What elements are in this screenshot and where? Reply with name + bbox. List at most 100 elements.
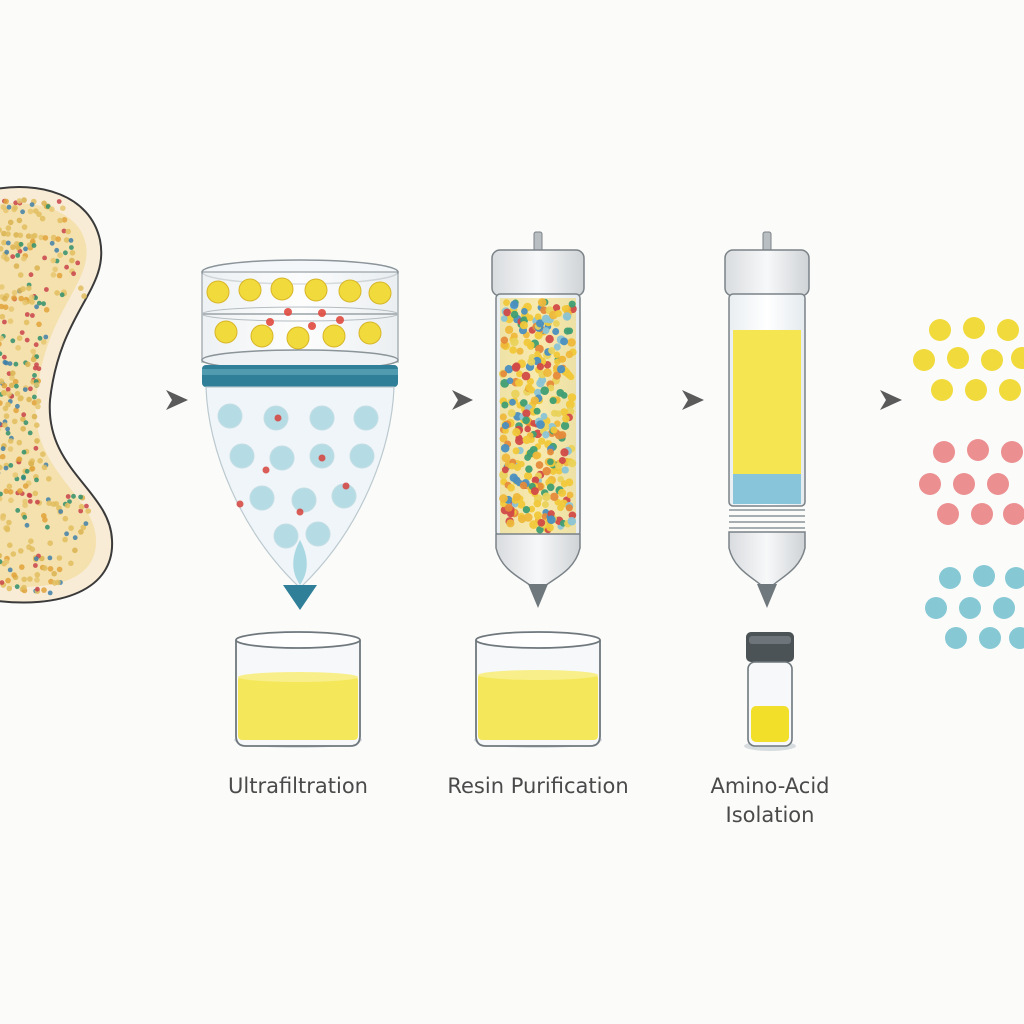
sample-particle <box>29 294 35 301</box>
filtrate-particle <box>269 445 295 471</box>
amino-acid-particle <box>945 627 967 649</box>
sample-particle <box>16 198 23 204</box>
resin-bead <box>537 518 546 527</box>
retained-particle <box>206 280 230 304</box>
arrow-2 <box>402 390 473 410</box>
resin-bead <box>519 321 528 330</box>
filtrate-particle <box>342 482 350 490</box>
amino-acid-particle <box>987 473 1009 495</box>
resin-bead <box>547 510 555 518</box>
resin-bead <box>512 447 520 455</box>
sample-particle <box>0 559 3 565</box>
resin-bead <box>558 431 567 439</box>
sample-particle <box>30 348 36 355</box>
sample-particle <box>41 513 47 519</box>
resin-bead <box>499 434 508 443</box>
sample-particle <box>11 418 18 425</box>
sample-particle <box>19 564 25 570</box>
sample-particle <box>47 540 53 546</box>
sample-particle <box>64 531 69 537</box>
resin-bead <box>503 299 510 306</box>
sample-particle <box>83 521 89 526</box>
resin-bead <box>552 371 561 380</box>
sample-particle <box>19 330 25 335</box>
sample-particle <box>33 556 39 562</box>
sample-particle <box>17 395 24 402</box>
sample-particle <box>0 284 5 290</box>
resin-bead <box>550 426 558 434</box>
resin-bead <box>558 457 566 464</box>
filtrate-particle <box>349 443 375 469</box>
step-label-amino-acid-isolation: Amino-Acid Isolation <box>660 772 880 830</box>
sample-particle <box>7 361 13 366</box>
resin-bead <box>499 413 507 421</box>
sample-particle <box>52 266 58 273</box>
sample-particle <box>69 250 76 256</box>
sample-particle <box>22 387 28 392</box>
amino-acid-cluster-yellow <box>913 317 1024 401</box>
sample-particle <box>12 204 18 211</box>
sample-particle <box>7 567 13 573</box>
sample-particle <box>0 515 6 521</box>
resin-bead <box>537 298 547 307</box>
sample-particle <box>13 407 19 414</box>
resin-bead <box>532 356 542 366</box>
sample-particle <box>57 217 63 224</box>
sample-particle <box>18 295 25 302</box>
sample-particle <box>5 577 11 584</box>
resin-bead <box>557 504 564 512</box>
resin-bead <box>525 465 533 473</box>
resin-bead <box>510 310 519 319</box>
sample-particle <box>18 548 24 554</box>
sample-particle <box>36 366 42 372</box>
sample-particle <box>35 586 40 592</box>
retained-particle <box>250 324 274 348</box>
sample-particle <box>16 439 23 446</box>
sample-particle <box>21 412 27 418</box>
resin-bead <box>554 309 562 318</box>
sample-particle <box>5 401 11 408</box>
sample-particle <box>27 208 34 215</box>
resin-bead <box>511 389 520 399</box>
resin-bead <box>558 488 567 497</box>
resin-bead <box>552 304 561 312</box>
resin-bead <box>561 466 569 474</box>
resin-bead <box>513 463 522 472</box>
resin-bead <box>499 494 508 503</box>
sample-particle <box>2 422 8 428</box>
sample-particle <box>15 508 21 513</box>
retained-particle <box>286 326 310 350</box>
sample-particle <box>64 264 69 270</box>
resin-bead <box>523 338 532 347</box>
resin-bead <box>521 308 528 315</box>
sample-particle <box>11 295 17 301</box>
sample-particle <box>69 257 75 264</box>
resin-bead <box>533 499 542 508</box>
sample-particle <box>25 233 32 239</box>
resin-bead <box>531 476 540 484</box>
sample-particle <box>45 204 51 209</box>
sample-particle <box>71 493 76 499</box>
filtrate-particle <box>353 405 379 431</box>
resin-bead <box>560 337 569 346</box>
sample-particle <box>16 335 23 342</box>
resin-bead <box>568 511 577 520</box>
sample-particle <box>23 246 28 252</box>
resin-bead <box>536 379 545 388</box>
resin-bead <box>522 506 531 514</box>
sample-particle <box>0 246 4 252</box>
sample-particle <box>36 321 42 328</box>
sample-particle <box>13 361 19 367</box>
sample-particle <box>1 239 7 246</box>
sample-particle <box>72 535 78 541</box>
sample-particle <box>42 255 47 261</box>
retained-particle <box>358 321 382 345</box>
resin-bead <box>546 483 555 492</box>
sample-particle <box>13 263 20 269</box>
sample-particle <box>30 233 36 240</box>
resin-bead <box>500 443 510 453</box>
retained-particle <box>266 318 274 326</box>
sample-particle <box>22 514 28 520</box>
amino-acid-particle <box>953 473 975 495</box>
resin-bead <box>500 315 508 322</box>
